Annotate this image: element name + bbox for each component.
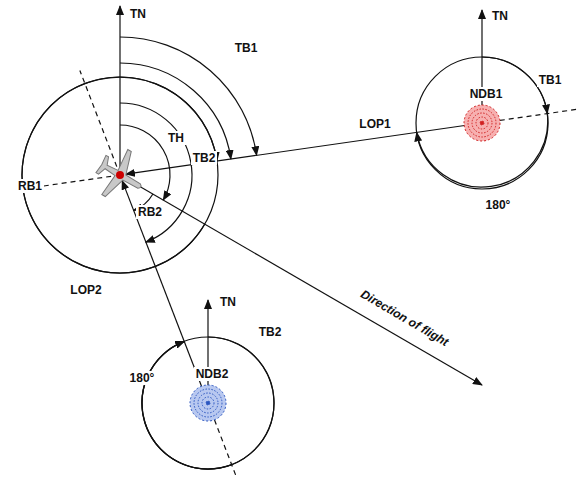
beacon-symbol <box>462 103 502 143</box>
angle-label: 180° <box>484 198 513 212</box>
bearing-lines <box>13 6 576 478</box>
bearing-label: RB2 <box>136 205 164 219</box>
reciprocal-arc <box>142 341 232 469</box>
beacon-ring <box>194 389 222 417</box>
beacon-ring <box>468 109 496 137</box>
true-north-arrow <box>119 6 120 175</box>
beacon-ring <box>472 113 492 133</box>
heading-label: TH <box>166 131 186 145</box>
north-label: TN <box>218 295 238 309</box>
bearing-label: TB2 <box>191 151 218 165</box>
true-bearing-arc <box>142 337 274 469</box>
north-label: TN <box>128 7 148 21</box>
bearing-label: TB1 <box>233 41 260 55</box>
beacon-label: NDB2 <box>194 367 231 381</box>
beacon-ring <box>476 117 488 129</box>
beacon-center <box>480 121 484 125</box>
aircraft-body <box>88 141 154 209</box>
bearing-label: TB1 <box>537 73 564 87</box>
beacon-ring <box>464 105 500 141</box>
aircraft-position-dot <box>116 171 124 179</box>
beacon-ring <box>480 121 484 125</box>
direction-of-flight-arrow <box>120 175 482 385</box>
true-bearing-arc <box>120 63 231 159</box>
lop-label: LOP1 <box>357 117 392 131</box>
lop-label: LOP2 <box>68 283 103 297</box>
beacon-node: NDB2 <box>188 383 228 423</box>
bearing-label: RB1 <box>16 179 44 193</box>
beacon-label: NDB1 <box>468 87 505 101</box>
north-label: TN <box>490 9 510 23</box>
beacon-symbol <box>188 383 228 423</box>
reciprocal-arc <box>417 114 548 188</box>
angle-label: 180° <box>128 371 157 385</box>
bearing-label: TB2 <box>257 325 284 339</box>
beacon-ring <box>202 397 214 409</box>
aircraft-symbol <box>88 141 154 209</box>
beacon-node: NDB1 <box>462 103 502 143</box>
extension-line <box>80 70 120 175</box>
beacon-ring <box>206 401 210 405</box>
beacon-ring <box>198 393 218 413</box>
true-bearing-arc <box>120 103 192 242</box>
beacon-ring <box>190 385 226 421</box>
line-of-position <box>126 123 482 174</box>
beacon-center <box>206 401 210 405</box>
